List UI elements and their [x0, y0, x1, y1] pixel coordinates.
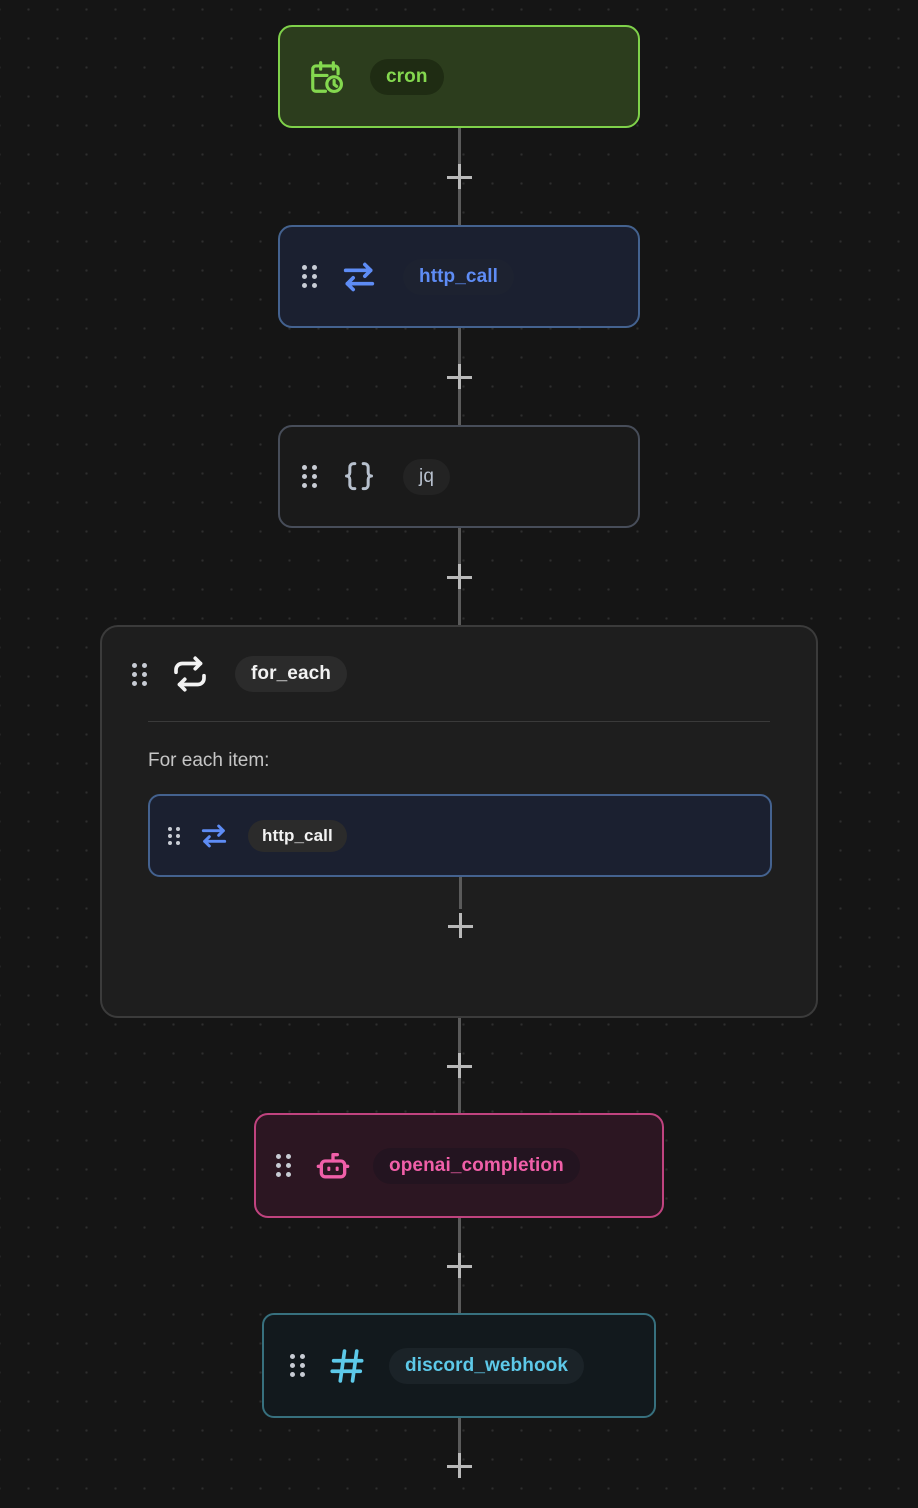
- node-label-jq: jq: [403, 458, 450, 495]
- workflow-node-http-call-nested[interactable]: http_call: [148, 794, 772, 877]
- workflow-node-openai-completion[interactable]: openai_completion: [254, 1113, 664, 1218]
- node-label-openai-completion: openai_completion: [373, 1147, 580, 1184]
- workflow-node-for-each[interactable]: for_each For each item: http_ca: [100, 625, 818, 1018]
- curly-braces-icon: [339, 457, 379, 497]
- drag-handle-icon[interactable]: [302, 265, 317, 288]
- for-each-body: http_call: [102, 772, 816, 1022]
- workflow-node-jq[interactable]: jq: [278, 425, 640, 528]
- repeat-loop-icon: [169, 653, 211, 695]
- node-label-http-call: http_call: [403, 258, 515, 295]
- drag-handle-icon[interactable]: [132, 662, 147, 686]
- drag-handle-icon[interactable]: [302, 465, 317, 488]
- node-label-for-each: for_each: [235, 656, 348, 692]
- workflow-node-discord-webhook[interactable]: discord_webhook: [262, 1313, 656, 1418]
- hash-icon: [327, 1345, 369, 1387]
- node-label-discord-webhook: discord_webhook: [389, 1347, 585, 1384]
- drag-handle-icon[interactable]: [168, 826, 180, 845]
- node-label-http-call-nested: http_call: [248, 819, 347, 852]
- drag-handle-icon[interactable]: [290, 1354, 305, 1377]
- workflow-node-cron[interactable]: cron: [278, 25, 640, 128]
- connector-line-discord-to-end: [458, 1418, 461, 1456]
- robot-icon: [313, 1146, 353, 1186]
- workflow-node-http-call[interactable]: http_call: [278, 225, 640, 328]
- for-each-divider: [148, 721, 770, 722]
- connector-line-inside-for-each: [459, 877, 462, 909]
- drag-handle-icon[interactable]: [276, 1154, 291, 1177]
- for-each-header: for_each: [102, 627, 816, 721]
- arrows-exchange-icon: [339, 257, 379, 297]
- arrows-exchange-icon: [198, 820, 230, 852]
- for-each-item-label: For each item:: [148, 750, 270, 771]
- node-label-cron: cron: [370, 58, 444, 95]
- calendar-clock-icon: [308, 58, 346, 96]
